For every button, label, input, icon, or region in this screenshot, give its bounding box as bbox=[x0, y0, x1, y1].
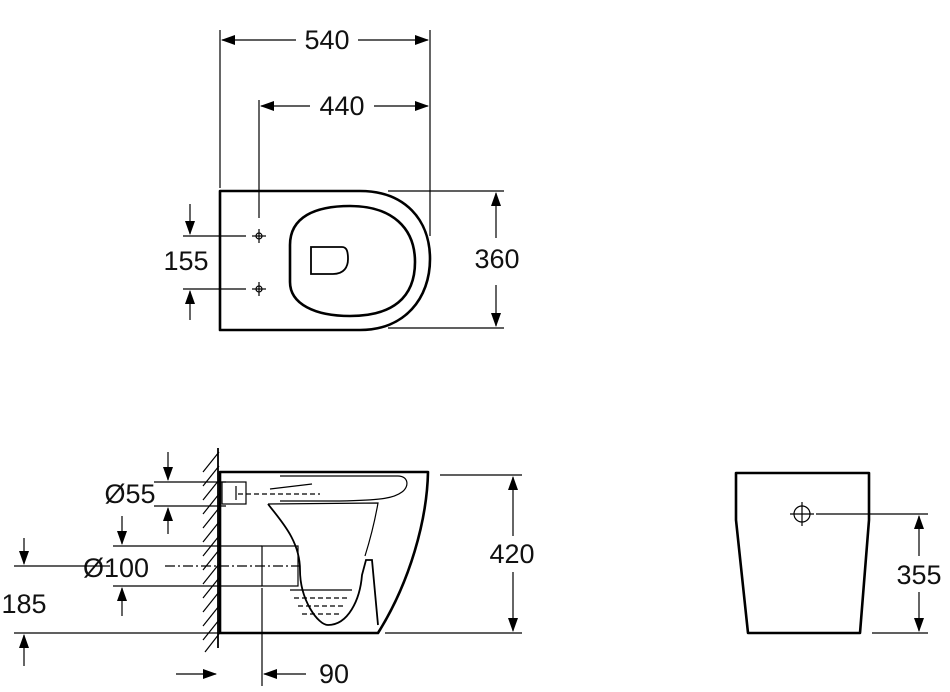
dim-155-label: 155 bbox=[163, 246, 208, 276]
dim-360: 360 bbox=[388, 190, 520, 329]
side-view-wall bbox=[202, 448, 220, 653]
dim-540: 540 bbox=[219, 25, 431, 236]
side-view: Ø55 Ø100 185 bbox=[1, 448, 535, 689]
top-view-rim-d bbox=[310, 246, 349, 275]
top-view-fixing-hole-upper bbox=[252, 229, 266, 243]
rear-view: 355 bbox=[734, 471, 942, 635]
dim-355-label: 355 bbox=[896, 560, 941, 590]
dim-420-label: 420 bbox=[489, 539, 534, 569]
side-view-inlet-spigot bbox=[221, 481, 247, 505]
dim-dia55: Ø55 bbox=[104, 452, 226, 534]
dim-185-label: 185 bbox=[1, 589, 46, 619]
dim-185: 185 bbox=[1, 538, 220, 666]
dim-dia55-label: Ø55 bbox=[104, 479, 155, 509]
top-view-fixing-hole-lower bbox=[252, 282, 266, 296]
side-view-trapway bbox=[267, 503, 379, 626]
rear-view-outline bbox=[734, 471, 871, 635]
dim-440-label: 440 bbox=[319, 91, 364, 121]
dim-dia100: Ø100 bbox=[83, 516, 262, 616]
top-view-bowl-outline bbox=[218, 189, 432, 332]
top-view-seat-opening bbox=[288, 204, 417, 318]
side-view-bowl-outline bbox=[218, 470, 430, 635]
dim-dia100-label: Ø100 bbox=[83, 553, 149, 583]
dim-355: 355 bbox=[816, 513, 942, 634]
dim-420: 420 bbox=[385, 474, 535, 634]
side-view-seat bbox=[280, 475, 408, 502]
top-view: 540 440 155 360 bbox=[163, 25, 520, 332]
rear-view-inlet-symbol bbox=[790, 502, 814, 526]
dim-360-label: 360 bbox=[474, 244, 519, 274]
dim-90: 90 bbox=[176, 588, 349, 689]
dim-540-label: 540 bbox=[304, 25, 349, 55]
dim-440: 440 bbox=[258, 91, 429, 218]
dim-90-label: 90 bbox=[319, 659, 349, 689]
dim-155: 155 bbox=[163, 204, 246, 320]
